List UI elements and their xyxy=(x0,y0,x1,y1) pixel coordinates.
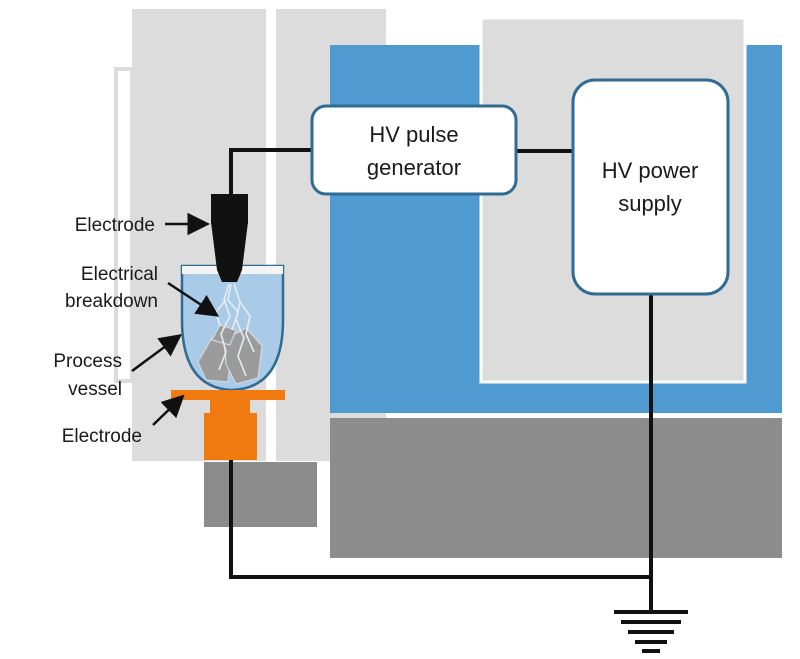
bottom-electrode-arrow-icon xyxy=(152,394,185,426)
process-vessel xyxy=(180,264,285,392)
vessel-label-line2: vessel xyxy=(68,379,122,400)
hv-power-supply-box: HV power supply xyxy=(571,78,730,296)
wire-bottom-electrode-to-ground xyxy=(229,460,651,579)
power-supply-label-line1: HV power xyxy=(602,158,699,183)
vessel-arrow-icon xyxy=(131,334,183,373)
wire-electrode-to-pulse xyxy=(229,148,312,196)
wiring xyxy=(229,148,653,612)
left-frame-rail xyxy=(114,67,134,383)
power-supply-label-line2: supply xyxy=(618,191,682,216)
breakdown-arrow-icon xyxy=(167,281,220,317)
bottom-electrode-label: Electrode xyxy=(62,426,142,447)
hv-pulse-generator-box: HV pulse generator xyxy=(310,104,518,196)
top-electrode-label: Electrode xyxy=(75,215,155,236)
pulse-generator-label-line1: HV pulse xyxy=(369,122,458,147)
breakdown-label-line1: Electrical xyxy=(81,264,158,285)
rock-fragments xyxy=(197,324,263,385)
ground-symbol-icon xyxy=(614,610,688,653)
base-dark-block xyxy=(330,418,782,558)
breakdown-label-line2: breakdown xyxy=(65,291,158,312)
small-dark-block xyxy=(204,462,317,527)
vessel-label-line1: Process xyxy=(53,351,122,372)
bottom-electrode xyxy=(171,390,285,460)
top-electrode xyxy=(211,194,248,282)
pulse-generator-label-line2: generator xyxy=(367,155,461,180)
electrical-breakdown-discharge xyxy=(215,283,255,377)
